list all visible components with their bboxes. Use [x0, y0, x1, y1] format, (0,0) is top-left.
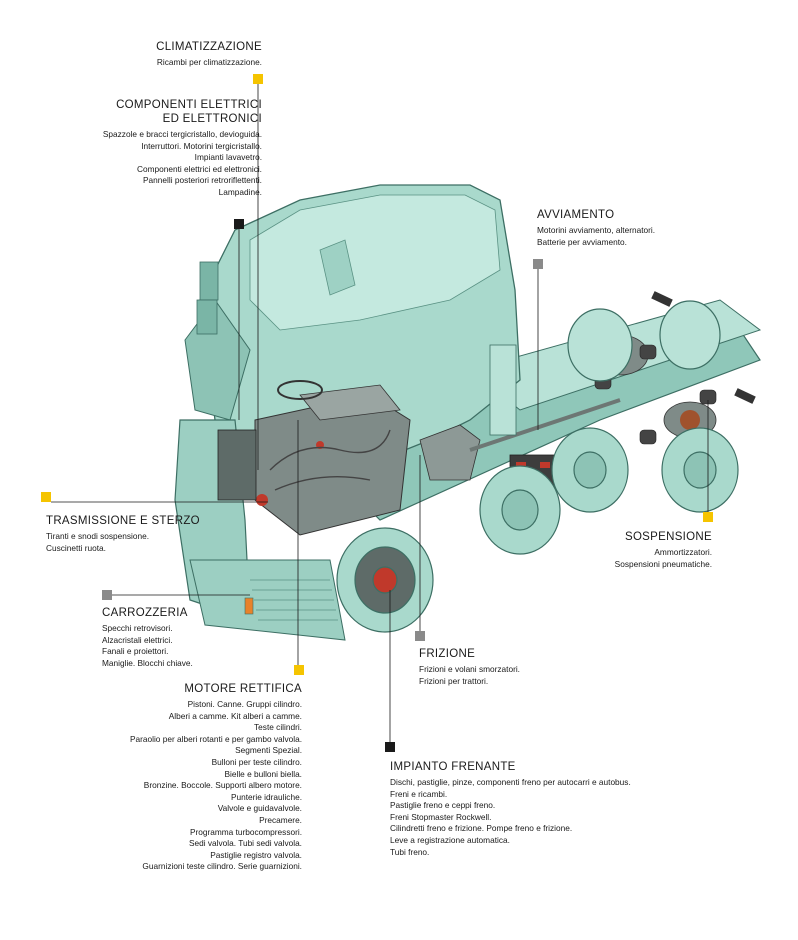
motore-title: MOTORE RETTIFICA	[184, 683, 302, 695]
avviamento-title: AVVIAMENTO	[537, 209, 615, 221]
list-item: Freni e ricambi.	[390, 788, 448, 799]
list-item: Freni Stopmaster Rockwell.	[390, 811, 492, 822]
trasmissione-title: TRASMISSIONE E STERZO	[46, 515, 200, 527]
climatizzazione-items: Ricambi per climatizzazione.	[90, 57, 262, 69]
list-item: Cilindretti freno e frizione. Pompe fren…	[390, 823, 573, 834]
climatizzazione-section: CLIMATIZZAZIONE Ricambi per climatizzazi…	[90, 40, 262, 69]
carrozzeria-section: CARROZZERIA Specchi retrovisori. Alzacri…	[102, 606, 262, 669]
avviamento-items: Motorini avviamento, alternatori. Batter…	[537, 225, 737, 248]
componenti-items: Spazzole e bracci tergicristallo, deviog…	[20, 129, 262, 199]
impianto-title: IMPIANTO FRENANTE	[390, 761, 516, 773]
carrozzeria-title: CARROZZERIA	[102, 607, 188, 619]
list-item: Maniglie. Blocchi chiave.	[102, 657, 193, 668]
list-item: Tubi freno.	[390, 846, 430, 857]
list-item: Spazzole e bracci tergicristallo, deviog…	[102, 129, 262, 139]
list-item: Componenti elettrici ed elettronici.	[137, 163, 262, 174]
list-item: Specchi retrovisori.	[102, 623, 173, 633]
carrozzeria-marker	[102, 590, 112, 600]
truck-body	[174, 184, 762, 641]
list-item: Precamere.	[259, 814, 302, 825]
carrozzeria-items: Specchi retrovisori. Alzacristali elettr…	[102, 623, 262, 669]
impianto-section: IMPIANTO FRENANTE Dischi, pastiglie, pin…	[390, 760, 750, 858]
frizione-items: Frizioni e volani smorzatori. Frizioni p…	[419, 664, 619, 687]
list-item: Programma turbocompressori.	[189, 826, 302, 837]
list-item: Alzacristali elettrici.	[102, 634, 173, 645]
componenti-marker	[234, 219, 244, 229]
list-item: Dischi, pastiglie, pinze, componenti fre…	[390, 777, 631, 787]
motore-marker	[294, 665, 304, 675]
list-item: Bronzine. Boccole. Supporti albero motor…	[143, 780, 302, 791]
list-item: Interruttori. Motorini tergicristallo.	[141, 140, 262, 151]
list-item: Ricambi per climatizzazione.	[156, 57, 262, 67]
list-item: Bielle e bulloni biella.	[224, 768, 303, 779]
sospensione-title: SOSPENSIONE	[624, 531, 712, 543]
list-item: Batterie per avviamento.	[537, 236, 627, 247]
list-item: Fanali e proiettori.	[102, 646, 169, 657]
list-item: Teste cilindri.	[254, 722, 302, 733]
list-item: Leve a registrazione automatica.	[390, 834, 510, 845]
avviamento-marker	[533, 259, 543, 269]
climatizzazione-marker	[253, 74, 263, 84]
list-item: Frizioni per trattori.	[419, 675, 489, 686]
frizione-marker	[415, 631, 425, 641]
componenti-title-line-2: ED ELETTRONICI	[162, 113, 262, 125]
list-item: Pastiglie freno e ceppi freno.	[390, 800, 496, 811]
list-item: Ammortizzatori.	[654, 547, 712, 557]
list-item: Sospensioni pneumatiche.	[614, 558, 712, 569]
list-item: Alberi a camme. Kit alberi a camme.	[168, 710, 302, 721]
list-item: Pannelli posteriori retroriflettenti.	[143, 175, 262, 186]
list-item: Tiranti e snodi sospensione.	[46, 531, 150, 541]
sospensione-section: SOSPENSIONE Ammortizzatori. Sospensioni …	[560, 530, 712, 570]
componenti-title-line-1: COMPONENTI ELETTRICI	[116, 99, 262, 111]
list-item: Paraolio per alberi rotanti e per gambo …	[129, 733, 302, 744]
list-item: Guarnizioni teste cilindro. Serie guarni…	[142, 861, 302, 872]
list-item: Lampadine.	[218, 186, 262, 197]
motore-items: Pistoni. Canne. Gruppi cilindro. Alberi …	[90, 699, 302, 873]
impianto-items: Dischi, pastiglie, pinze, componenti fre…	[390, 777, 750, 858]
motore-section: MOTORE RETTIFICA Pistoni. Canne. Gruppi …	[90, 682, 302, 873]
trasmissione-items: Tiranti e snodi sospensione. Cuscinetti …	[46, 531, 266, 554]
list-item: Pistoni. Canne. Gruppi cilindro.	[187, 699, 302, 709]
list-item: Frizioni e volani smorzatori.	[419, 664, 520, 674]
list-item: Punterie idrauliche.	[230, 791, 302, 802]
sospensione-items: Ammortizzatori. Sospensioni pneumatiche.	[560, 547, 712, 570]
sospensione-marker	[703, 512, 713, 522]
list-item: Motorini avviamento, alternatori.	[537, 225, 656, 235]
list-item: Cuscinetti ruota.	[46, 542, 106, 553]
componenti-section: COMPONENTI ELETTRICI ED ELETTRONICI Spaz…	[20, 98, 262, 199]
trasmissione-marker	[41, 492, 51, 502]
climatizzazione-title: CLIMATIZZAZIONE	[156, 41, 262, 53]
list-item: Bulloni per teste cilindro.	[211, 756, 302, 767]
impianto-marker	[385, 742, 395, 752]
list-item: Segmenti Spezial.	[235, 745, 302, 756]
frizione-section: FRIZIONE Frizioni e volani smorzatori. F…	[419, 647, 619, 687]
frizione-title: FRIZIONE	[419, 648, 476, 660]
list-item: Sedi valvola. Tubi sedi valvola.	[189, 838, 302, 849]
leader-lines	[51, 84, 709, 742]
list-item: Pastiglie registro valvola.	[210, 849, 302, 860]
avviamento-section: AVVIAMENTO Motorini avviamento, alternat…	[537, 208, 737, 248]
trasmissione-section: TRASMISSIONE E STERZO Tiranti e snodi so…	[46, 514, 266, 554]
list-item: Valvole e guidavalvole.	[217, 803, 302, 814]
list-item: Impianti lavavetro.	[194, 152, 262, 163]
